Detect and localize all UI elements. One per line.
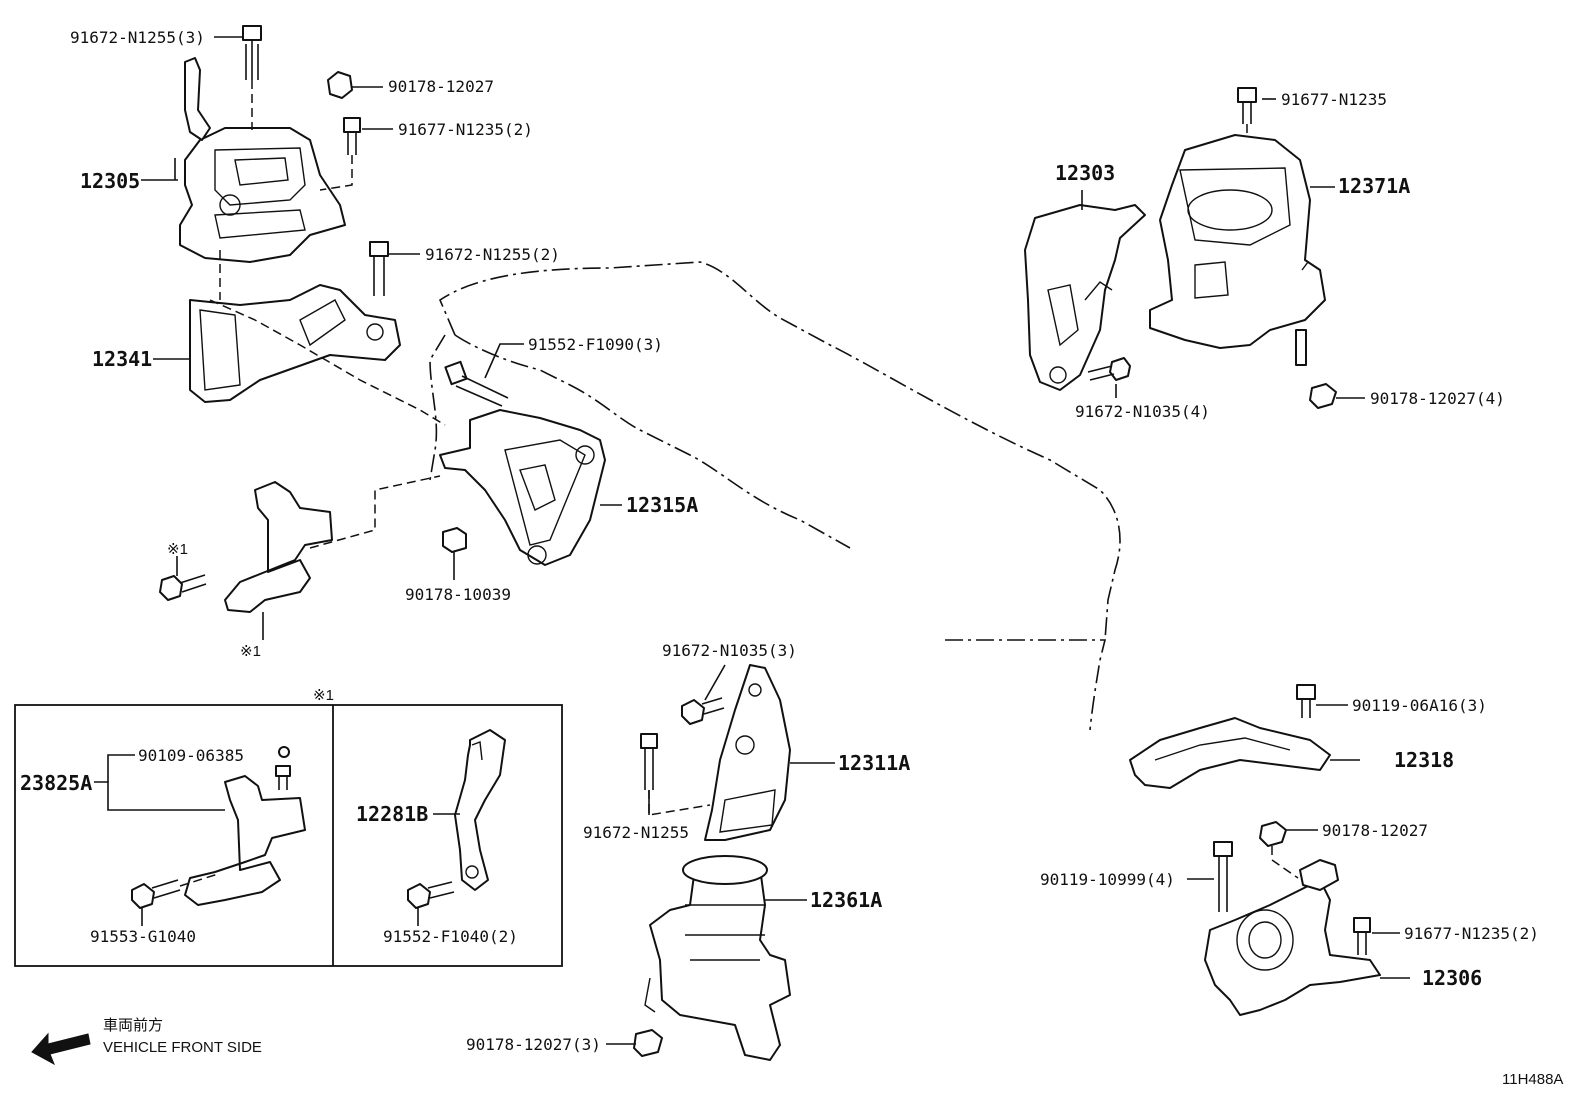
label-12305: 12305 bbox=[80, 169, 140, 193]
nut-90178-12027-3 bbox=[633, 1029, 663, 1057]
bolt-91552-F1090-3 bbox=[444, 360, 509, 407]
label-91672-N1255-2: 91672-N1255(2) bbox=[425, 245, 560, 264]
vehicle-front-arrow bbox=[31, 1032, 91, 1066]
label-12311A: 12311A bbox=[838, 751, 910, 775]
label-91672-N1035-3: 91672-N1035(3) bbox=[662, 641, 797, 660]
label-note1-a: ※1 bbox=[167, 541, 188, 558]
part-12315A-bracket bbox=[439, 409, 606, 566]
label-91677-N1235-2-b: 91677-N1235(2) bbox=[1404, 924, 1539, 943]
label-12281B: 12281B bbox=[356, 802, 428, 826]
label-front-en: VEHICLE FRONT SIDE bbox=[103, 1039, 262, 1056]
part-12361A-mount bbox=[644, 855, 791, 1061]
bolt-91553-G1040 bbox=[131, 879, 181, 909]
label-90178-12027-3: 90178-12027(3) bbox=[466, 1035, 601, 1054]
label-front-jp: 車両前方 bbox=[103, 1017, 163, 1034]
label-12318: 12318 bbox=[1394, 748, 1454, 772]
bolt-90119-06A16-3 bbox=[1296, 684, 1316, 718]
bolt-91672-N1255-2 bbox=[369, 241, 389, 296]
label-90178-12027-4: 90178-12027(4) bbox=[1370, 389, 1505, 408]
bolt-91677-N1235 bbox=[1237, 87, 1257, 124]
part-12311A-bracket bbox=[704, 664, 791, 841]
label-90109-06385: 90109-06385 bbox=[138, 746, 244, 765]
bolt-90119-10999-4 bbox=[1213, 841, 1233, 912]
part-12305-mount bbox=[174, 57, 346, 263]
label-91552-F1090-3: 91552-F1090(3) bbox=[528, 335, 663, 354]
label-12306: 12306 bbox=[1422, 966, 1482, 990]
part-12318-bracket bbox=[1129, 717, 1331, 789]
label-12315A: 12315A bbox=[626, 493, 698, 517]
label-note1-box: ※1 bbox=[313, 687, 334, 704]
label-90178-12027-a: 90178-12027 bbox=[388, 77, 494, 96]
note1-detail-box bbox=[14, 704, 563, 967]
bolt-91672-N1255-3 bbox=[242, 25, 262, 80]
nut-90178-12027-b bbox=[1259, 821, 1287, 847]
label-note1-b: ※1 bbox=[240, 643, 261, 660]
bracket-note1 bbox=[224, 481, 333, 613]
part-12303-bracket bbox=[1024, 204, 1146, 391]
bolt-91552-F1040-2 bbox=[407, 881, 455, 909]
bolt-note1-a bbox=[159, 574, 207, 601]
bolt-91672-N1255 bbox=[640, 733, 658, 790]
label-12303: 12303 bbox=[1055, 161, 1115, 185]
part-12341-bracket bbox=[189, 284, 401, 403]
label-90178-12027-b: 90178-12027 bbox=[1322, 821, 1428, 840]
label-91552-F1040-2: 91552-F1040(2) bbox=[383, 927, 518, 946]
bolt-91677-N1235-2-b bbox=[1353, 917, 1371, 955]
part-12306-mount bbox=[1204, 859, 1381, 1016]
label-91553-G1040: 91553-G1040 bbox=[90, 927, 196, 946]
leader-lines bbox=[94, 36, 1410, 1045]
part-12281B-strap bbox=[454, 729, 506, 891]
label-12341: 12341 bbox=[92, 347, 152, 371]
nut-90178-12027-a bbox=[327, 71, 353, 99]
bolt-90109-06385 bbox=[275, 746, 291, 790]
nut-90178-10039 bbox=[442, 527, 467, 553]
label-91677-N1235-2-a: 91677-N1235(2) bbox=[398, 120, 533, 139]
label-91672-N1255: 91672-N1255 bbox=[583, 823, 689, 842]
bolt-91677-N1235-2-a bbox=[343, 117, 361, 155]
label-90119-06A16-3: 90119-06A16(3) bbox=[1352, 696, 1487, 715]
part-12371A-mount bbox=[1149, 134, 1326, 366]
label-91677-N1235: 91677-N1235 bbox=[1281, 90, 1387, 109]
label-91672-N1255-3: 91672-N1255(3) bbox=[70, 28, 205, 47]
label-90178-10039: 90178-10039 bbox=[405, 585, 511, 604]
label-23825A: 23825A bbox=[20, 771, 92, 795]
bolt-91672-N1035-4 bbox=[1087, 357, 1131, 381]
part-23825A-bracket bbox=[184, 775, 306, 906]
bolt-91672-N1035-3 bbox=[681, 697, 725, 725]
nut-90178-12027-4 bbox=[1309, 383, 1337, 409]
label-91672-N1035-4: 91672-N1035(4) bbox=[1075, 402, 1210, 421]
label-12371A: 12371A bbox=[1338, 174, 1410, 198]
label-12361A: 12361A bbox=[810, 888, 882, 912]
label-90119-10999-4: 90119-10999(4) bbox=[1040, 870, 1175, 889]
engine-outline bbox=[429, 261, 1121, 731]
diagram-code: 11H488A bbox=[1502, 1071, 1563, 1088]
